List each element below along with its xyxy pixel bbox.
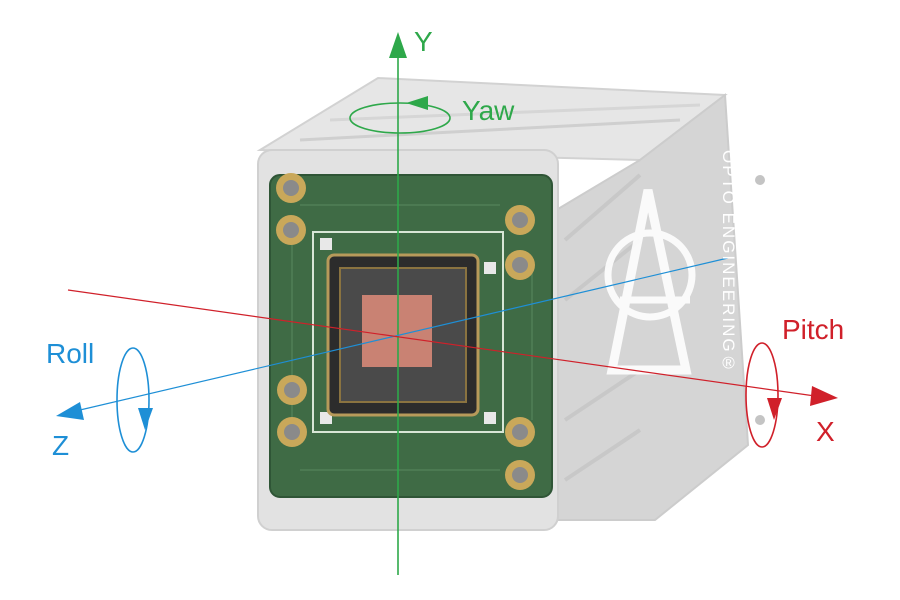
z-axis-arrow-icon [56,402,84,420]
y-axis-label: Y [414,26,433,57]
roll-label: Roll [46,338,95,369]
z-axis-label: Z [52,430,70,461]
pitch-rotation-icon [745,342,782,448]
yaw-rotation-icon [349,96,451,134]
brand-logo [604,189,696,375]
mounting-screws [276,173,535,490]
x-axis-arrow-icon [810,386,838,406]
brand-text: OPTO ENGINEERING® [719,150,738,375]
z-axis [56,257,729,420]
x-axis-label: X [816,416,835,447]
pitch-label: Pitch [782,314,845,345]
y-axis [389,32,407,575]
x-axis [67,289,838,406]
roll-rotation-icon [116,347,153,453]
yaw-label: Yaw [462,95,515,126]
image-sensor [326,253,480,417]
y-axis-arrow-icon [389,32,407,58]
